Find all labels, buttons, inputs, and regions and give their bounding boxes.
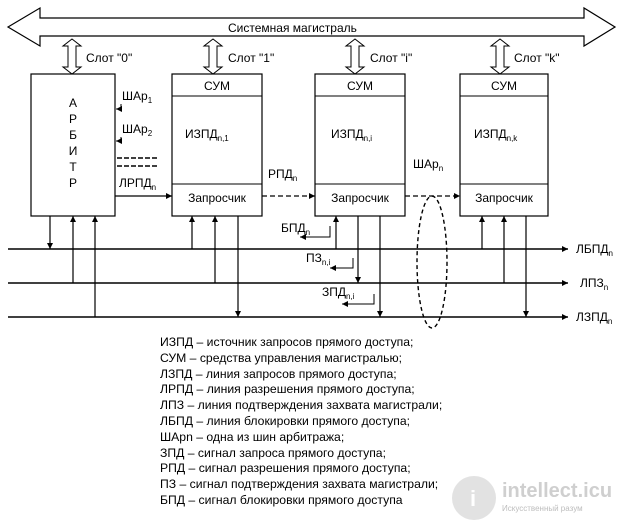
arbiter-letter-5: Т: [69, 160, 77, 174]
module-k: СУМ ИЗПДn,k Запросчик: [459, 73, 549, 217]
module-i-sum: СУМ: [347, 79, 373, 93]
module-k-requester: Запросчик: [475, 191, 534, 205]
watermark-name: intellect.icu: [502, 480, 613, 502]
zpd-label: ЗПДn,i: [322, 285, 355, 301]
legend-item: ЛЗПД – линия запросов прямого доступа;: [160, 366, 397, 381]
legend-item: ШАрn – одна из шин арбитража;: [160, 429, 345, 444]
shar2-arrow: [116, 137, 122, 144]
module-1: СУМ ИЗПДn,1 Запросчик: [171, 73, 263, 217]
shar1-label: ШАр1: [122, 89, 153, 105]
sharn-ellipse: [416, 195, 448, 329]
module-i: СУМ ИЗПДn,i Запросчик: [314, 73, 406, 217]
legend-item: СУМ – средства управления магистралью;: [160, 350, 402, 365]
module-i-requester: Запросчик: [331, 191, 390, 205]
module-k-izpd: ИЗПДn,k: [474, 127, 518, 143]
sharn-label: ШАрn: [413, 157, 443, 173]
bpd-arrow: [300, 226, 331, 240]
legend-item: ПЗ – сигнал подтверждения захвата магист…: [160, 477, 439, 492]
legend-item: ЗПД – сигнал запроса прямого доступа;: [160, 445, 386, 460]
lrpd-label: ЛРПДn: [119, 176, 156, 192]
slot-label-k: Слот "k": [514, 51, 560, 65]
watermark-tagline: Искусственный разум: [502, 504, 583, 513]
arbiter-letter-6: Р: [69, 176, 77, 190]
legend: ИЗПД – источник запросов прямого доступа…: [160, 335, 600, 509]
shar2-label: ШАр2: [122, 122, 153, 138]
system-bus-label: Системная магистраль: [228, 21, 357, 35]
zpd-arrow: [342, 294, 375, 307]
rpd-label: РПДn: [268, 167, 297, 183]
slot-label-i: Слот "i": [370, 51, 412, 65]
arbiter-block: [30, 73, 116, 217]
arbiter-letter-3: Б: [69, 128, 77, 142]
bpd-label: БПДn: [281, 221, 310, 237]
slot-connector-0: [61, 38, 83, 75]
legend-item: ЛБПД – линия блокировки прямого доступа;: [160, 413, 411, 428]
legend-item: РПД – сигнал разрешения прямого доступа;: [160, 461, 411, 476]
slot-connector-k: [489, 38, 511, 75]
arbiter-letter-2: Р: [69, 112, 77, 126]
slot-connector-i: [344, 38, 366, 75]
legend-item: ИЗПД – источник запросов прямого доступа…: [160, 335, 414, 349]
arbiter-letter-4: И: [69, 144, 78, 158]
module-k-sum: СУМ: [491, 79, 517, 93]
lbpd-label: ЛБПДn: [576, 242, 613, 258]
lzpd-label: ЛЗПДn: [576, 310, 612, 326]
pz-label: ПЗn,i: [306, 251, 331, 267]
slot-label-1: Слот "1": [228, 51, 274, 65]
slot-connector-1: [202, 38, 224, 75]
lpz-label: ЛПЗn: [580, 276, 608, 292]
slot-label-0: Слот "0": [86, 51, 132, 65]
module-i-izpd: ИЗПДn,i: [331, 127, 372, 143]
legend-item: ЛПЗ – линия подтверждения захвата магист…: [160, 398, 443, 413]
module-1-izpd: ИЗПДn,1: [185, 127, 229, 143]
pz-arrow: [330, 258, 354, 271]
legend-item: ЛРПД – линия разрешения прямого доступа;: [160, 382, 415, 397]
watermark-logo-icon: i: [452, 476, 496, 520]
module-1-requester: Запросчик: [188, 191, 247, 205]
watermark: i intellect.icu Искусственный разум: [452, 474, 620, 524]
system-bus-arrow: [6, 6, 617, 48]
shar1-arrow: [116, 104, 122, 112]
legend-item: БПД – сигнал блокировки прямого доступа: [160, 492, 403, 507]
arbiter-letter-1: А: [69, 96, 77, 110]
module-1-sum: СУМ: [204, 79, 230, 93]
